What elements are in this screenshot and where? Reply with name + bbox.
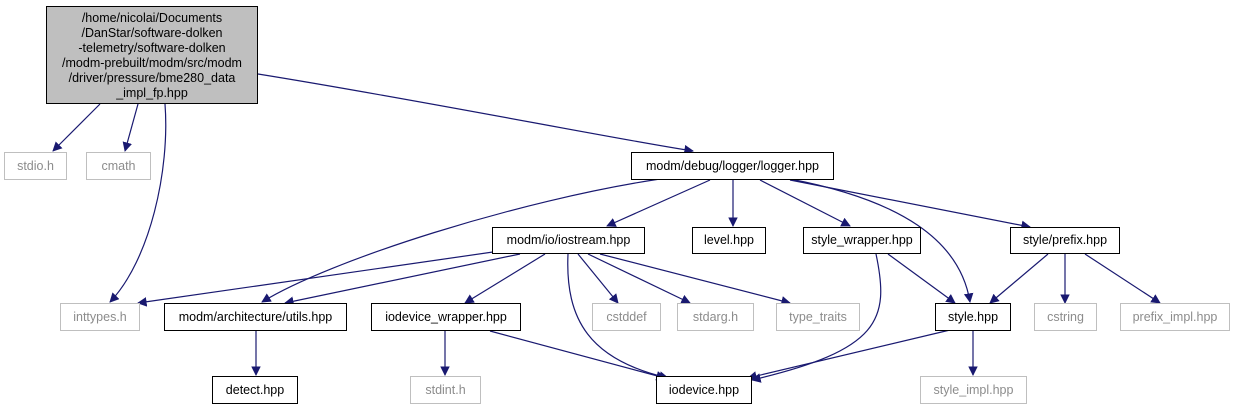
edge-root-logger — [257, 73, 694, 155]
edge-iostream-cstddef — [577, 253, 619, 304]
node-cstring: cstring — [1034, 303, 1097, 331]
edge-prefix-style — [989, 253, 1049, 304]
node-cmath: cmath — [86, 152, 151, 180]
node-detect-hpp[interactable]: detect.hpp — [212, 376, 298, 404]
edge-root-cmath — [122, 103, 139, 152]
edge-iodevicewrapper-iodevice — [489, 330, 666, 381]
node-iodevice-wrapper-hpp[interactable]: iodevice_wrapper.hpp — [371, 303, 521, 331]
edge-iostream-typetraits — [599, 253, 791, 306]
node-style-prefix-hpp[interactable]: style/prefix.hpp — [1010, 227, 1120, 254]
edge-logger-iostream — [606, 179, 711, 227]
edge-iostream-utils — [284, 253, 521, 306]
node-style-impl-hpp: style_impl.hpp — [920, 376, 1027, 404]
node-style-hpp[interactable]: style.hpp — [935, 303, 1011, 331]
edge-logger-utils — [261, 178, 661, 303]
edge-iostream-iodevice — [567, 253, 669, 381]
node-iodevice-hpp[interactable]: iodevice.hpp — [656, 376, 752, 404]
edge-root-stdio — [52, 103, 101, 152]
edge-iostream-iodevicewrapper — [464, 253, 546, 304]
node-inttypes-h: inttypes.h — [60, 303, 140, 331]
node-utils-hpp[interactable]: modm/architecture/utils.hpp — [164, 303, 347, 331]
node-level-hpp[interactable]: level.hpp — [692, 227, 766, 254]
node-cstddef: cstddef — [592, 303, 661, 331]
node-logger-hpp[interactable]: modm/debug/logger/logger.hpp — [631, 152, 834, 180]
edge-stylewrapper-iodevice — [751, 253, 882, 383]
edge-prefix-prefiximpl — [1084, 253, 1161, 304]
edge-logger-style — [789, 178, 974, 303]
node-type-traits: type_traits — [776, 303, 860, 331]
node-prefix-impl-hpp: prefix_impl.hpp — [1120, 303, 1230, 331]
node-stdio-h: stdio.h — [4, 152, 67, 180]
node-style-wrapper-hpp[interactable]: style_wrapper.hpp — [803, 227, 921, 254]
node-root-bme280-data-impl-fp[interactable]: /home/nicolai/Documents /DanStar/softwar… — [46, 6, 258, 104]
edge-stylewrapper-style — [887, 253, 956, 304]
edge-logger-stylewrapper — [759, 179, 851, 227]
edge-root-inttypes — [109, 103, 167, 303]
node-stdint-h: stdint.h — [410, 376, 481, 404]
edge-style-iodevice — [747, 329, 951, 381]
node-stdarg-h: stdarg.h — [677, 303, 754, 331]
edge-iostream-inttypes — [137, 251, 494, 307]
edge-iostream-stdarg — [587, 253, 691, 304]
node-root-label: /home/nicolai/Documents /DanStar/softwar… — [62, 11, 242, 100]
node-iostream-hpp[interactable]: modm/io/iostream.hpp — [492, 227, 645, 254]
